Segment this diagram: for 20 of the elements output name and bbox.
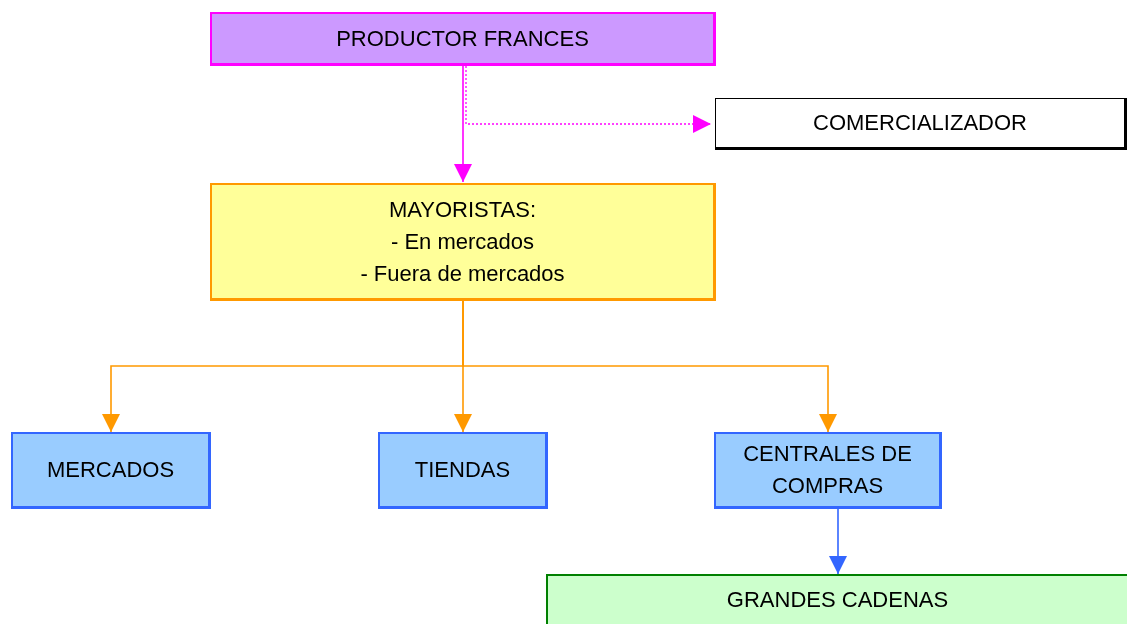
- arrow: [465, 65, 712, 133]
- process-box: [378, 432, 548, 509]
- box-label: CENTRALES DE COMPRAS: [742, 440, 913, 500]
- process-box: [715, 98, 1127, 150]
- process-box: [210, 12, 716, 66]
- arrow: [829, 508, 847, 575]
- arrow: [462, 300, 837, 433]
- process-box: [11, 432, 211, 509]
- box-label: MERCADOS: [46, 456, 175, 484]
- box-label: COMERCIALIZADOR: [813, 109, 1027, 137]
- box-label: GRANDES CADENAS: [726, 586, 949, 614]
- box-label: PRODUCTOR FRANCES: [336, 24, 589, 53]
- box-label: TIENDAS: [414, 456, 511, 484]
- process-box: [714, 432, 942, 509]
- box-label: - En mercados: [390, 227, 535, 256]
- process-box: [210, 183, 716, 301]
- arrow: [454, 65, 472, 183]
- process-box: [546, 574, 1127, 624]
- box-label: - Fuera de mercados: [360, 259, 565, 288]
- box-label: MAYORISTAS:: [388, 195, 537, 224]
